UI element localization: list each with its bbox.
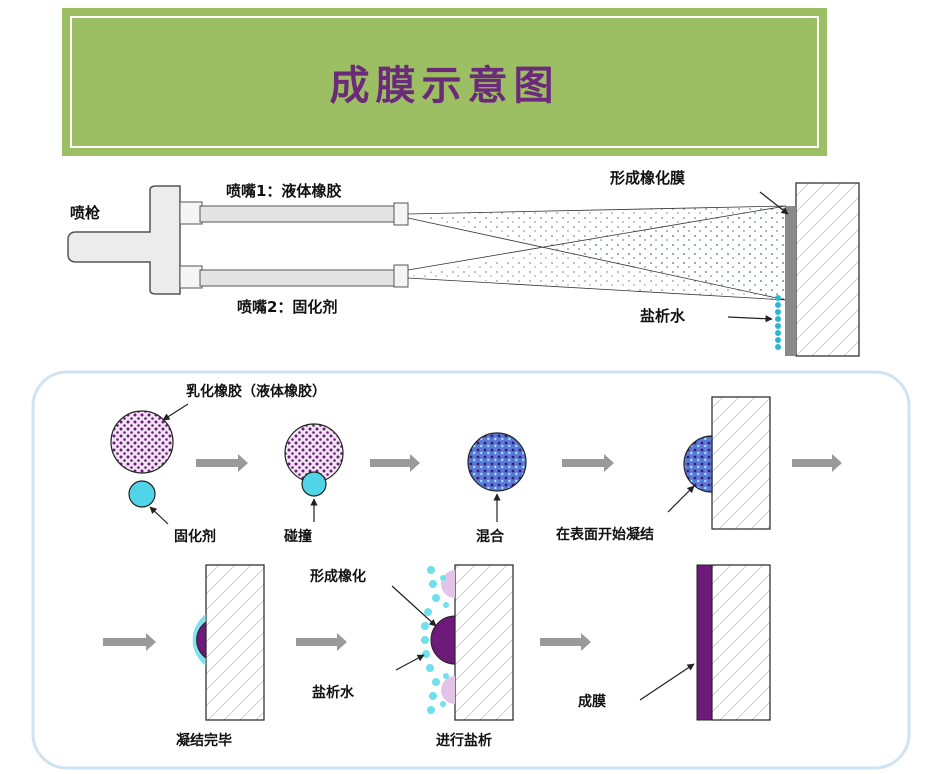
salt-water-drops-stage-6 xyxy=(421,566,449,714)
salt-water-label-top: 盐析水 xyxy=(640,307,686,325)
spray-cone xyxy=(407,205,787,301)
process-arrow-7 xyxy=(540,633,591,651)
nozzle-1-pipe xyxy=(179,201,409,226)
wall-stage-4 xyxy=(711,396,771,530)
nozzle-2-pipe xyxy=(179,264,409,289)
begin-coagulation-label: 在表面开始凝结 xyxy=(556,526,654,543)
film-formed-label: 形成橡化膜 xyxy=(610,169,685,187)
spray-gun xyxy=(67,185,181,295)
emulsified-latex-label: 乳化橡胶（液体橡胶） xyxy=(186,383,326,400)
colliding-coagulant xyxy=(301,471,327,497)
process-arrow-3 xyxy=(562,454,614,472)
coagulated-latex xyxy=(196,621,207,659)
title-banner: 成膜示意图 xyxy=(62,8,827,156)
spray-gun-label: 喷枪 xyxy=(70,204,100,222)
mixed-droplet xyxy=(467,432,527,492)
top-wall xyxy=(785,182,860,357)
wall-stage-6 xyxy=(454,564,514,721)
coagulation-complete-label: 凝结完毕 xyxy=(176,732,232,749)
mixing-label: 混合 xyxy=(476,528,505,545)
process-arrow-4 xyxy=(792,454,842,472)
coagulating-droplet xyxy=(683,435,713,493)
collision-label: 碰撞 xyxy=(284,528,312,545)
process-arrow-2 xyxy=(370,454,420,472)
title-banner-frame: 成膜示意图 xyxy=(70,16,819,148)
salting-blob-2 xyxy=(441,676,455,704)
finished-film xyxy=(696,564,713,721)
process-arrow-1 xyxy=(196,454,248,472)
forming-rubberization-label: 形成橡化 xyxy=(310,568,366,585)
salt-water-label-bottom: 盐析水 xyxy=(312,684,355,701)
rubberized-layer xyxy=(430,615,456,665)
salting-out-label: 进行盐析 xyxy=(436,732,492,749)
page-title: 成膜示意图 xyxy=(329,63,560,109)
process-arrow-6 xyxy=(296,633,347,651)
wall-stage-7 xyxy=(711,564,771,721)
latex-droplet xyxy=(110,410,174,474)
wall-stage-5 xyxy=(205,564,265,721)
nozzle-1-label: 喷嘴1：液体橡胶 xyxy=(226,182,341,200)
nozzle-2-label: 喷嘴2：固化剂 xyxy=(237,298,337,316)
salt-water-drops-top xyxy=(775,295,781,350)
coagulant-label: 固化剂 xyxy=(174,528,216,545)
film-label: 成膜 xyxy=(578,693,606,710)
process-arrow-5 xyxy=(103,633,156,651)
coagulant-droplet xyxy=(128,480,156,508)
